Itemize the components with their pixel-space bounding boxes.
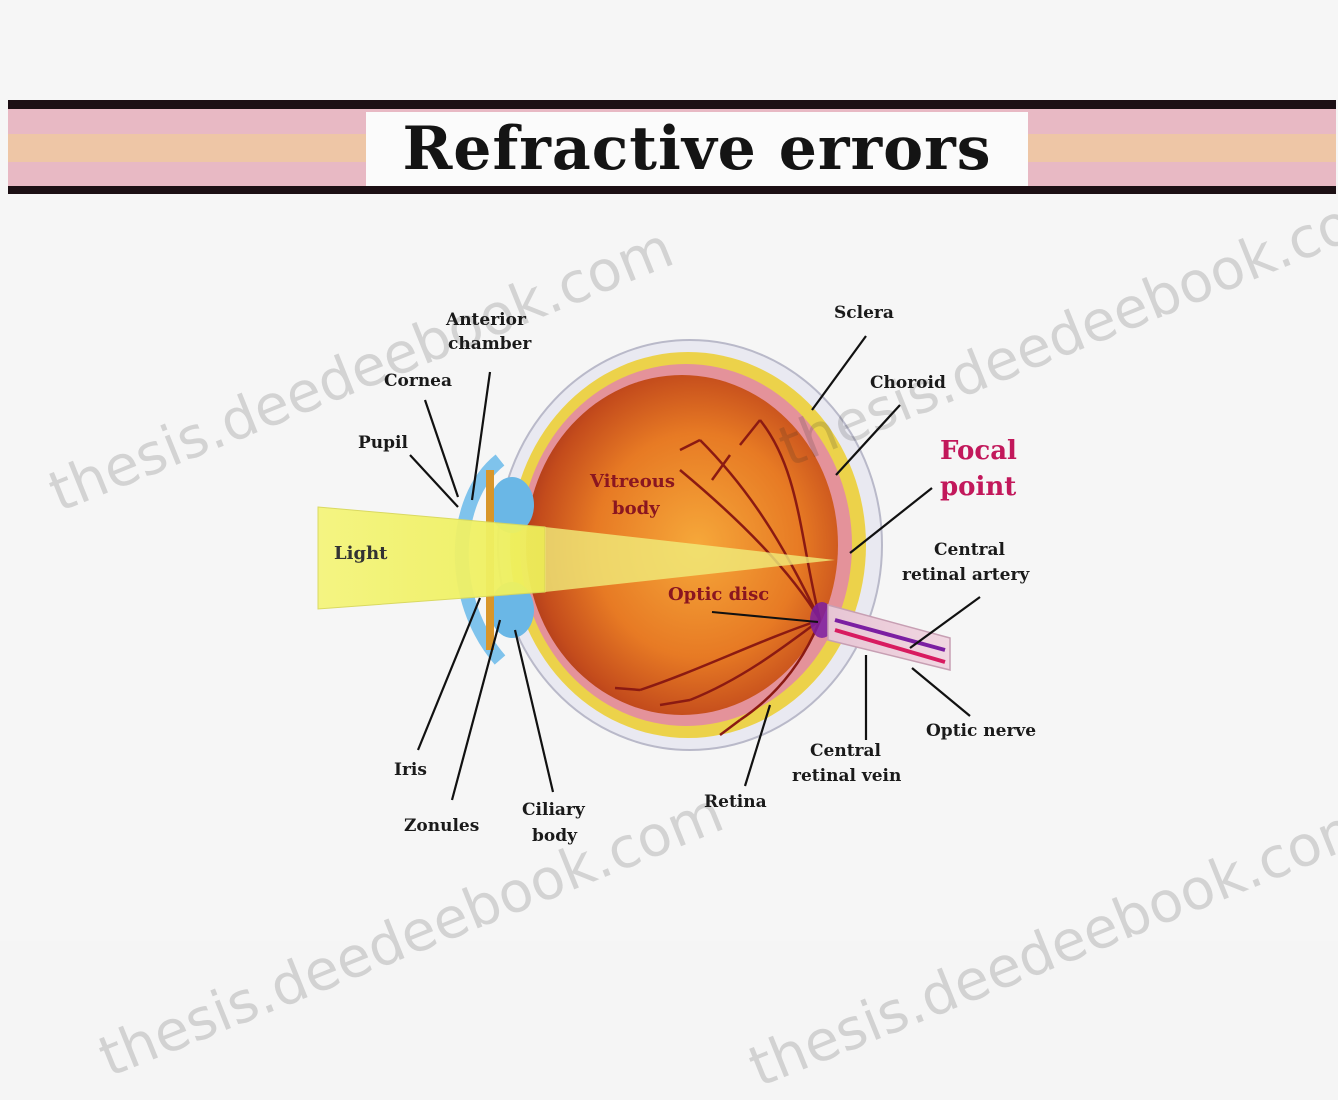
leader-sclera [812, 336, 866, 410]
label-vitreous-1: Vitreous [589, 471, 675, 492]
label-anterior-chamber-2: chamber [448, 334, 532, 354]
label-vitreous-2: body [612, 498, 660, 519]
label-central-vein-2: retinal vein [792, 766, 901, 786]
label-central-artery-2: retinal artery [902, 565, 1030, 585]
leader-pupil [410, 455, 458, 507]
label-sclera: Sclera [834, 303, 894, 323]
label-ciliary-1: Ciliary [522, 800, 586, 820]
label-anterior-chamber-1: Anterior [445, 310, 527, 330]
label-zonules: Zonules [404, 816, 479, 836]
leader-cornea [425, 400, 458, 497]
label-ciliary-2: body [532, 826, 578, 846]
label-central-artery-1: Central [934, 540, 1006, 560]
diagram-page: Refractive errors [0, 0, 1338, 941]
label-optic-disc: Optic disc [668, 584, 769, 605]
label-cornea: Cornea [384, 371, 452, 391]
leader-optic-nerve [912, 668, 970, 716]
label-focal-1: Focal [940, 436, 1017, 466]
label-light: Light [334, 543, 388, 564]
label-pupil: Pupil [358, 433, 408, 453]
label-optic-nerve: Optic nerve [926, 721, 1036, 741]
label-central-vein-1: Central [810, 741, 882, 761]
label-choroid: Choroid [870, 373, 946, 393]
label-focal-2: point [940, 472, 1016, 502]
eye-anatomy-diagram: Light Vitreous body Optic disc Anterior … [0, 0, 1338, 941]
label-iris: Iris [394, 760, 427, 780]
label-retina: Retina [704, 792, 767, 812]
